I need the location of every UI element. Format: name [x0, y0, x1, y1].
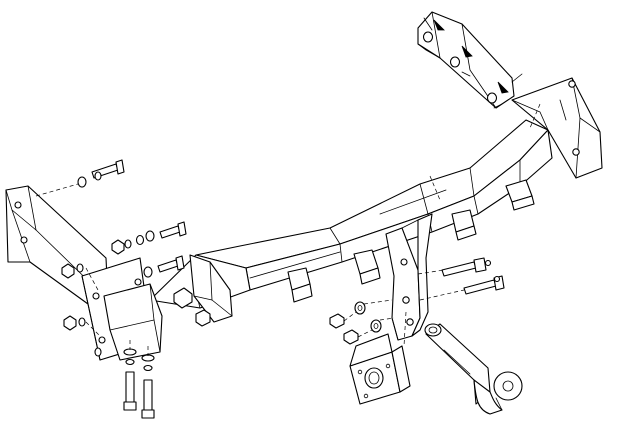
washer	[123, 340, 155, 372]
washer	[76, 263, 102, 357]
left-side-bracket	[5, 185, 163, 361]
cross-beam	[429, 103, 541, 201]
right-side-bracket	[417, 11, 603, 179]
center-drop-plate	[385, 213, 433, 341]
nut	[329, 313, 359, 345]
washer	[124, 230, 155, 278]
washer	[35, 171, 102, 197]
bolt	[91, 159, 125, 179]
nut	[61, 239, 125, 331]
washer	[343, 299, 395, 338]
cross-beam	[173, 254, 233, 327]
bolt	[123, 371, 155, 419]
bolt	[422, 17, 523, 109]
bolt	[157, 221, 187, 273]
electrical-socket-plate	[349, 311, 411, 405]
bolt	[417, 257, 505, 301]
center-drop-plate	[287, 179, 535, 303]
detachable-tow-ball-neck	[424, 323, 523, 415]
